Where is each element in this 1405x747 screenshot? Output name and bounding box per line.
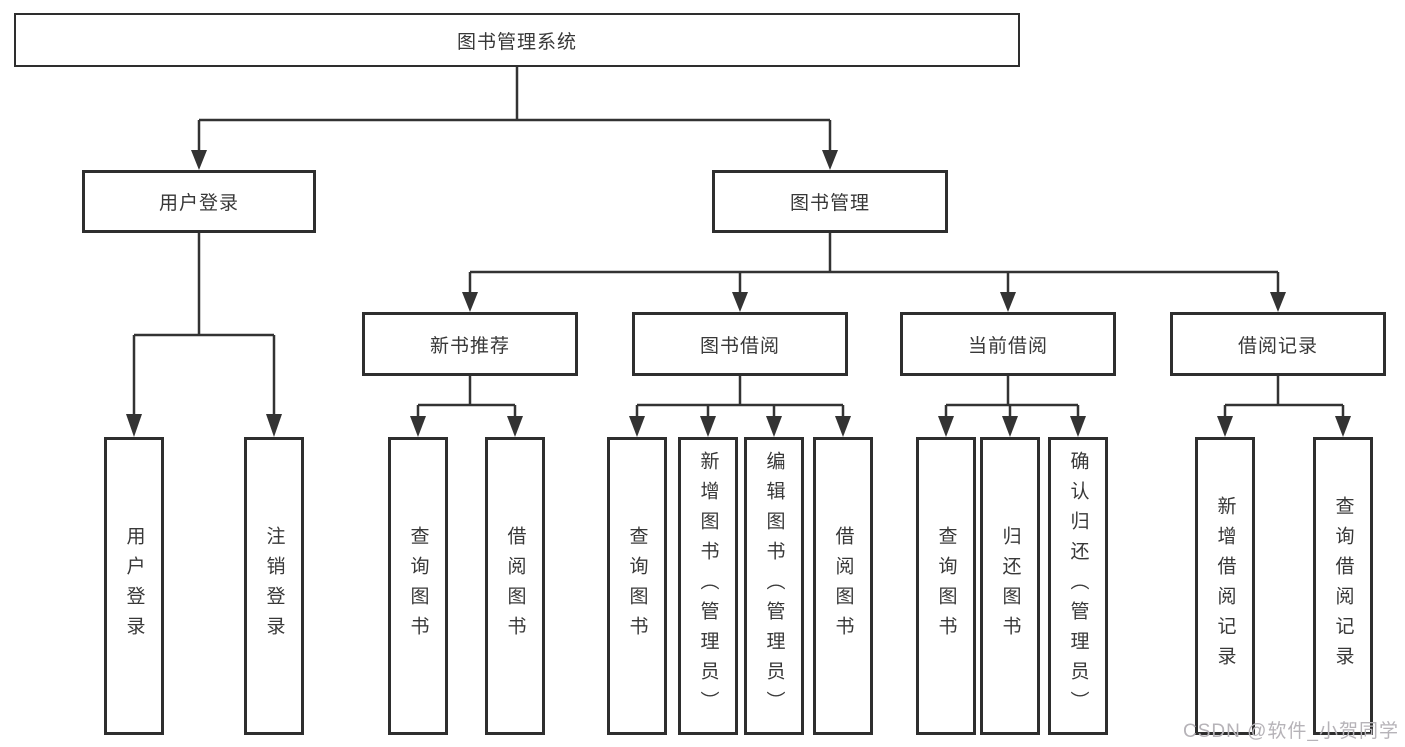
arrowhead bbox=[700, 416, 716, 437]
connector-bookmgmt-to-level3 bbox=[462, 233, 1286, 312]
node-label: 图书管理 bbox=[789, 193, 870, 214]
node-label: 用户登录 bbox=[123, 526, 145, 646]
connector-records-to-leaves bbox=[1217, 376, 1351, 437]
arrowhead bbox=[938, 416, 954, 437]
arrowhead bbox=[1217, 416, 1233, 437]
node-label: 查询借阅记录 bbox=[1332, 496, 1354, 676]
arrowhead bbox=[410, 416, 426, 437]
leaf-query-books-current: 查询图书 bbox=[916, 437, 976, 735]
node-label: 确认归还（管理员） bbox=[1067, 451, 1089, 721]
arrowhead bbox=[1335, 416, 1351, 437]
leaf-add-books-admin: 新增图书（管理员） bbox=[678, 437, 738, 735]
arrowhead bbox=[126, 414, 142, 437]
node-borrowing-records: 借阅记录 bbox=[1170, 312, 1386, 376]
node-book-management: 图书管理 bbox=[712, 170, 948, 233]
leaf-logout: 注销登录 bbox=[244, 437, 304, 735]
leaf-add-borrow-record: 新增借阅记录 bbox=[1195, 437, 1255, 735]
leaf-query-books-borrowing: 查询图书 bbox=[607, 437, 667, 735]
node-label: 当前借阅 bbox=[967, 335, 1048, 357]
leaf-return-books: 归还图书 bbox=[980, 437, 1040, 735]
arrowhead bbox=[1270, 292, 1286, 312]
connector-newbooks-to-leaves bbox=[410, 376, 523, 437]
node-label: 新增图书（管理员） bbox=[697, 451, 719, 721]
node-label: 借阅图书 bbox=[832, 526, 854, 646]
node-label: 查询图书 bbox=[935, 526, 957, 646]
node-label: 编辑图书（管理员） bbox=[763, 451, 785, 721]
node-label: 图书管理系统 bbox=[456, 31, 577, 53]
node-user-login: 用户登录 bbox=[82, 170, 316, 233]
node-label: 新增借阅记录 bbox=[1214, 496, 1236, 676]
node-label: 借阅记录 bbox=[1237, 335, 1318, 357]
leaf-query-books-recommend: 查询图书 bbox=[388, 437, 448, 735]
arrowhead bbox=[266, 414, 282, 437]
leaf-borrow-books-recommend: 借阅图书 bbox=[485, 437, 545, 735]
leaf-user-login: 用户登录 bbox=[104, 437, 164, 735]
leaf-query-borrow-record: 查询借阅记录 bbox=[1313, 437, 1373, 735]
connector-borrowing-to-leaves bbox=[629, 376, 851, 437]
node-current-borrowing: 当前借阅 bbox=[900, 312, 1116, 376]
arrowhead bbox=[835, 416, 851, 437]
arrowhead bbox=[732, 292, 748, 312]
connector-current-to-leaves bbox=[938, 376, 1086, 437]
arrowhead bbox=[822, 150, 838, 170]
csdn-watermark: CSDN @软件_小贺同学 bbox=[1183, 721, 1399, 742]
connector-userlogin-to-leaves bbox=[126, 233, 282, 437]
arrowhead bbox=[629, 416, 645, 437]
leaf-edit-books-admin: 编辑图书（管理员） bbox=[744, 437, 804, 735]
node-label: 查询图书 bbox=[626, 526, 648, 646]
connector-root-to-level2 bbox=[191, 67, 838, 170]
node-label: 新书推荐 bbox=[429, 335, 510, 357]
arrowhead bbox=[766, 416, 782, 437]
node-label: 借阅图书 bbox=[504, 526, 526, 646]
node-label: 查询图书 bbox=[407, 526, 429, 646]
arrowhead bbox=[1070, 416, 1086, 437]
node-label: 用户登录 bbox=[158, 193, 239, 214]
leaf-confirm-return-admin: 确认归还（管理员） bbox=[1048, 437, 1108, 735]
arrowhead bbox=[1000, 292, 1016, 312]
node-label: 注销登录 bbox=[263, 526, 285, 646]
leaf-borrow-books: 借阅图书 bbox=[813, 437, 873, 735]
arrowhead bbox=[1002, 416, 1018, 437]
arrowhead bbox=[507, 416, 523, 437]
node-book-borrowing: 图书借阅 bbox=[632, 312, 848, 376]
arrowhead bbox=[191, 150, 207, 170]
node-label: 图书借阅 bbox=[699, 335, 780, 357]
node-root-system: 图书管理系统 bbox=[14, 13, 1020, 67]
node-new-book-recommendation: 新书推荐 bbox=[362, 312, 578, 376]
arrowhead bbox=[462, 292, 478, 312]
node-label: 归还图书 bbox=[999, 526, 1021, 646]
